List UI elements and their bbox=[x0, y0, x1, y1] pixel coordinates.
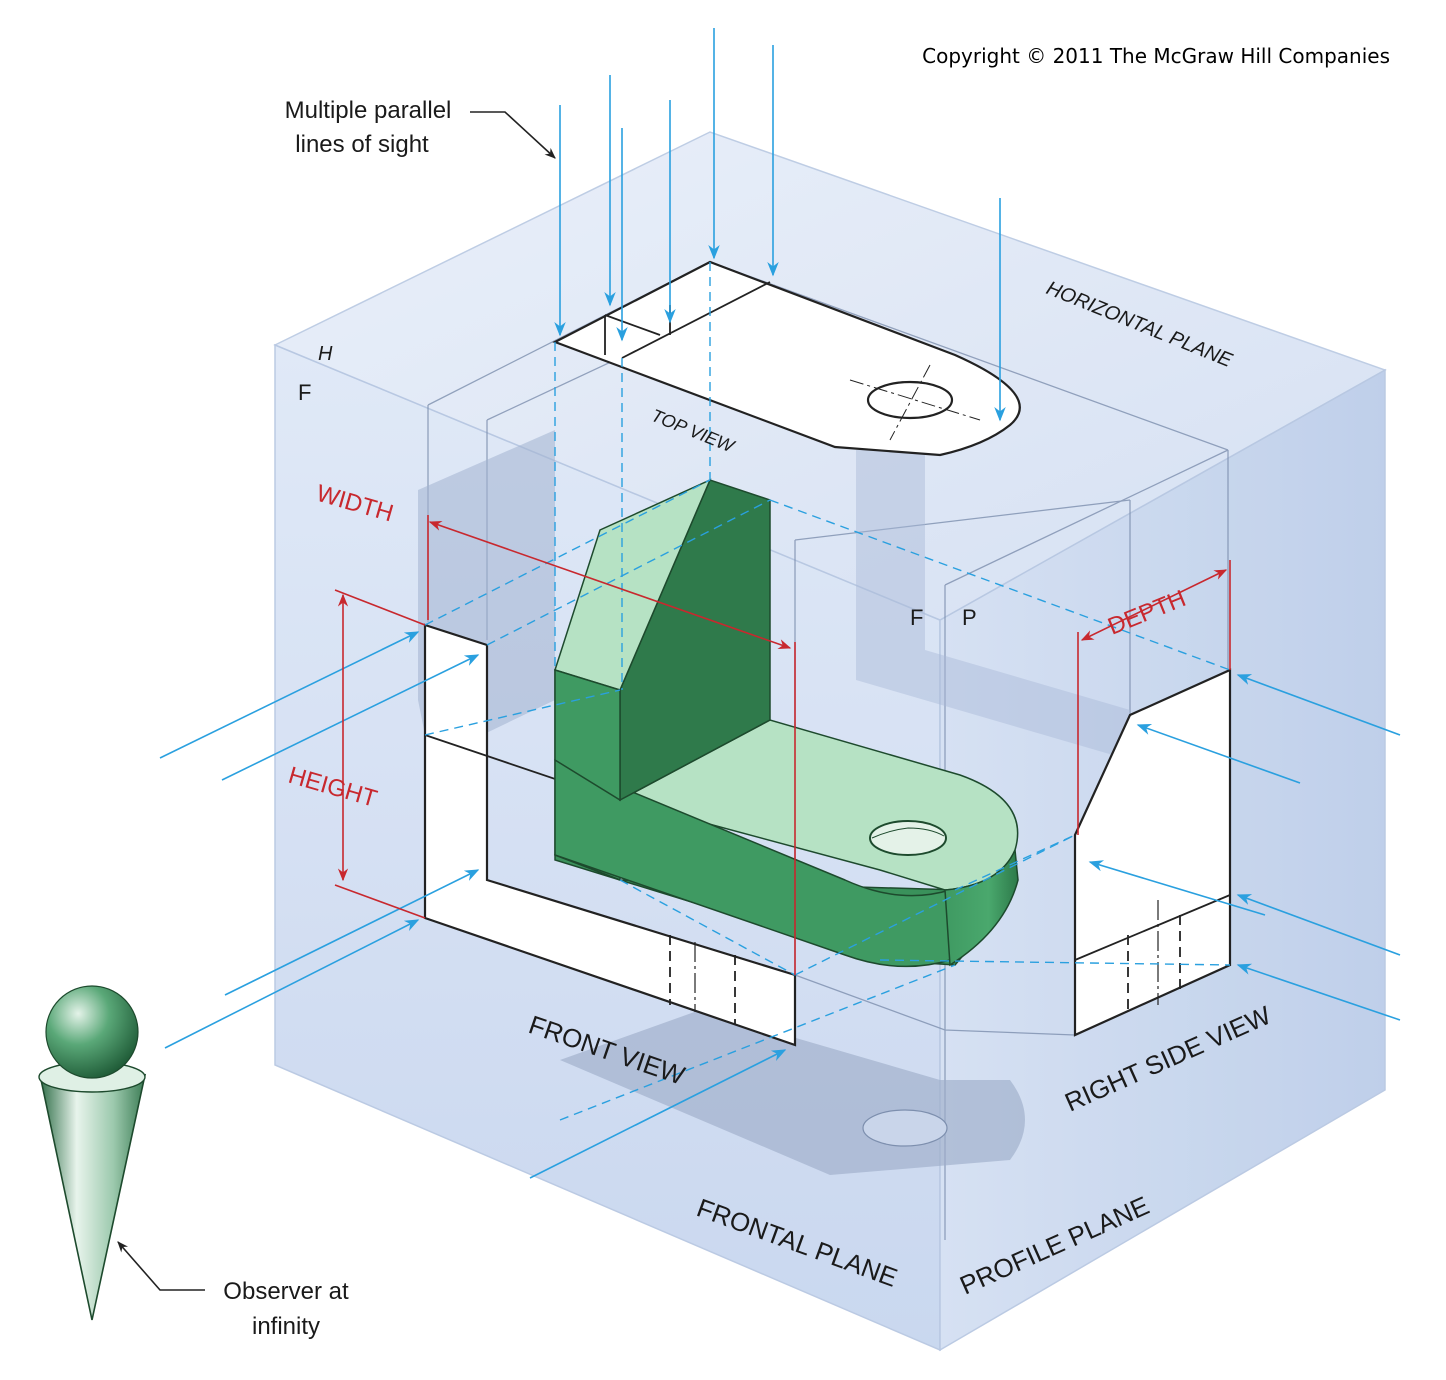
right-side-view-projection bbox=[1073, 668, 1232, 1037]
observer-figure bbox=[38, 985, 147, 1321]
callout-leaders bbox=[117, 111, 556, 1291]
fold-letter-f-left: F bbox=[298, 380, 311, 405]
observer-callout-line2: infinity bbox=[252, 1313, 320, 1340]
lines-of-sight bbox=[159, 28, 1401, 1179]
sight-callout-line2: lines of sight bbox=[295, 131, 429, 158]
copyright-text: Copyright © 2011 The McGraw Hill Compani… bbox=[922, 44, 1390, 68]
fold-letter-f-center: F bbox=[910, 605, 923, 630]
fold-letter-p: P bbox=[962, 605, 977, 630]
sight-callout-line1: Multiple parallel bbox=[285, 97, 452, 124]
dimension-lines bbox=[334, 515, 1231, 975]
fold-letter-h: H bbox=[318, 343, 333, 365]
observer-callout-line1: Observer at bbox=[223, 1278, 349, 1305]
